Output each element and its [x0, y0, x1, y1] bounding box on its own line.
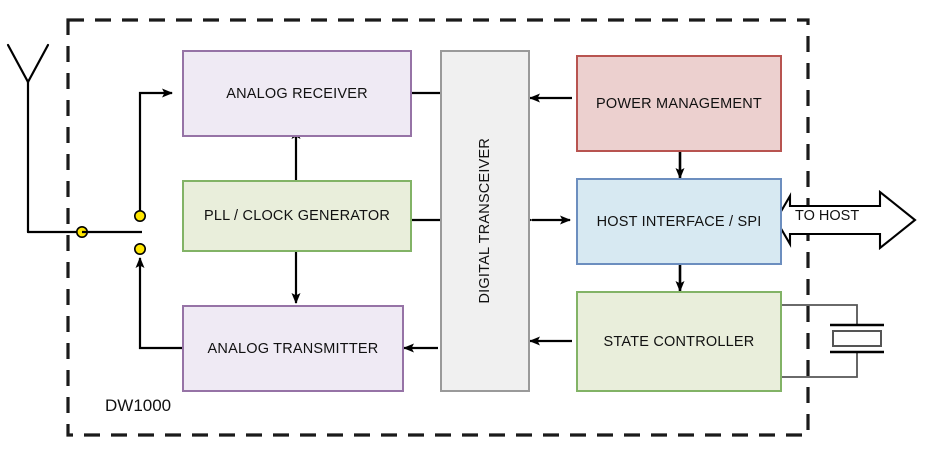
block-state-controller-label: STATE CONTROLLER [603, 333, 755, 350]
to-host-label: TO HOST [795, 208, 860, 224]
wire-antenna-to-receiver [138, 88, 173, 216]
block-pll-clock-generator-label: PLL / CLOCK GENERATOR [203, 208, 391, 224]
tx-switch-node-dot [134, 243, 147, 256]
block-power-management[interactable]: POWER MANAGEMENT [576, 55, 782, 152]
block-digital-transceiver[interactable]: DIGITAL TRANSCEIVER [440, 50, 530, 392]
block-host-interface-spi-label: HOST INTERFACE / SPI [596, 213, 762, 230]
block-analog-transmitter-label: ANALOG TRANSMITTER [207, 340, 379, 357]
block-analog-receiver-label: ANALOG RECEIVER [226, 85, 368, 102]
antenna-symbol [6, 43, 86, 234]
block-power-management-label: POWER MANAGEMENT [596, 95, 762, 112]
block-state-controller[interactable]: STATE CONTROLLER [576, 291, 782, 392]
block-host-interface-spi[interactable]: HOST INTERFACE / SPI [576, 178, 782, 265]
crystal-wires [782, 304, 858, 378]
block-pll-clock-generator[interactable]: PLL / CLOCK GENERATOR [182, 180, 412, 252]
crystal-oscillator-symbol [830, 323, 884, 354]
rx-switch-node-dot [134, 210, 147, 223]
chip-name-label: DW1000 [105, 396, 172, 415]
to-host-arrow-shape [774, 189, 917, 251]
wire-transmitter-to-antenna [135, 257, 182, 350]
block-digital-transceiver-label: DIGITAL TRANSCEIVER [477, 138, 493, 304]
block-analog-transmitter[interactable]: ANALOG TRANSMITTER [182, 305, 404, 392]
block-analog-receiver[interactable]: ANALOG RECEIVER [182, 50, 412, 137]
